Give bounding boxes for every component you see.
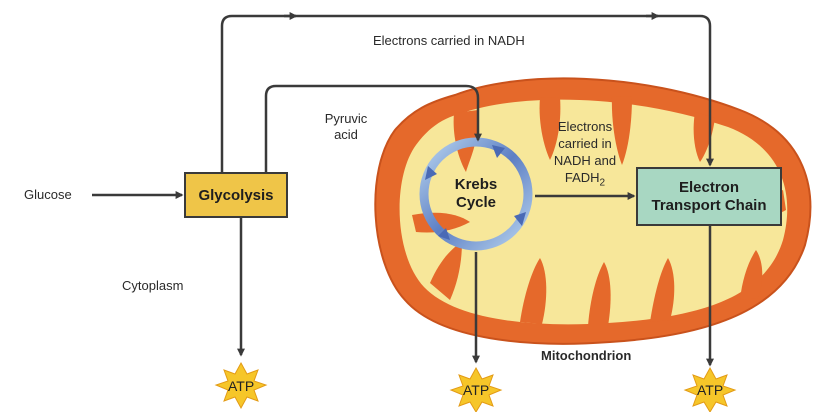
- pyruvic-acid-label: Pyruvic acid: [316, 111, 376, 143]
- cytoplasm-label: Cytoplasm: [122, 278, 183, 294]
- electrons-nadh-top-label: Electrons carried in NADH: [373, 33, 525, 49]
- electrons-mid-line2: carried in: [540, 135, 630, 152]
- pyruvic-label: Pyruvic: [316, 111, 376, 127]
- glycolysis-box: Glycolysis: [184, 172, 288, 218]
- krebs-line1: Krebs: [441, 176, 511, 194]
- fadh-label: FADH: [565, 170, 600, 185]
- krebs-line2: Cycle: [441, 194, 511, 212]
- acid-label: acid: [316, 127, 376, 143]
- atp-label-3: ATP: [697, 382, 723, 398]
- atp-label-1: ATP: [228, 378, 254, 394]
- glycolysis-label: Glycolysis: [198, 187, 273, 204]
- fadh-subscript: 2: [600, 178, 606, 189]
- electrons-mid-line1: Electrons: [540, 118, 630, 135]
- atp-label-2: ATP: [463, 382, 489, 398]
- electrons-mid-line3: NADH and: [540, 152, 630, 169]
- electron-transport-chain-box: Electron Transport Chain: [636, 167, 782, 226]
- mitochondrion-label: Mitochondrion: [541, 348, 631, 364]
- krebs-cycle-label: Krebs Cycle: [441, 176, 511, 212]
- etc-label: Electron Transport Chain: [651, 179, 766, 215]
- glucose-label: Glucose: [24, 187, 72, 203]
- electrons-nadh-fadh-label: Electrons carried in NADH and FADH2: [540, 118, 630, 192]
- electrons-mid-line4: FADH2: [540, 169, 630, 192]
- etc-line2: Transport Chain: [651, 197, 766, 215]
- etc-line1: Electron: [651, 179, 766, 197]
